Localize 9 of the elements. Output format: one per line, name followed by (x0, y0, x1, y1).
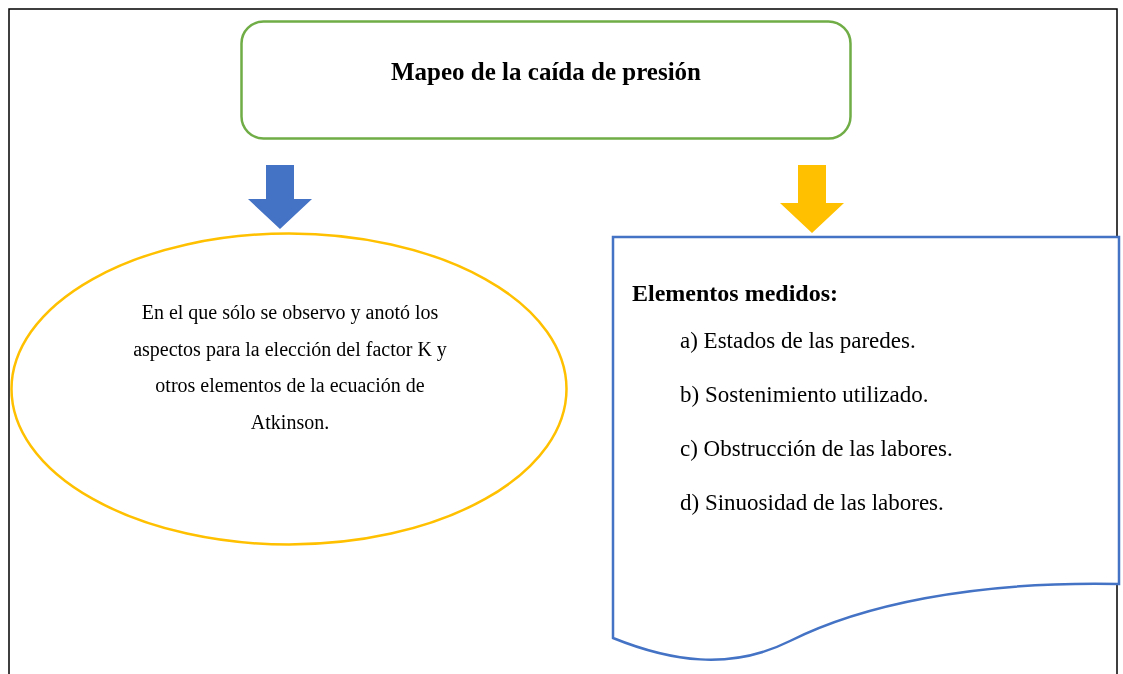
list-item: d) Sinuosidad de las labores. (680, 490, 944, 516)
list-item: c) Obstrucción de las labores. (680, 436, 953, 462)
list-item: b) Sostenimiento utilizado. (680, 382, 929, 408)
description-text: En el que sólo se observo y anotó los aspectos para la elección del factor K y otros elementos de la ecuación de Atkinson. (132, 300, 448, 435)
heading-text: Elementos medidos: (632, 280, 838, 307)
block-arrow (780, 165, 844, 233)
block-arrow (248, 165, 312, 229)
list-item: a) Estados de las paredes. (680, 328, 916, 354)
title-text: Mapeo de la caída de presión (390, 58, 702, 86)
